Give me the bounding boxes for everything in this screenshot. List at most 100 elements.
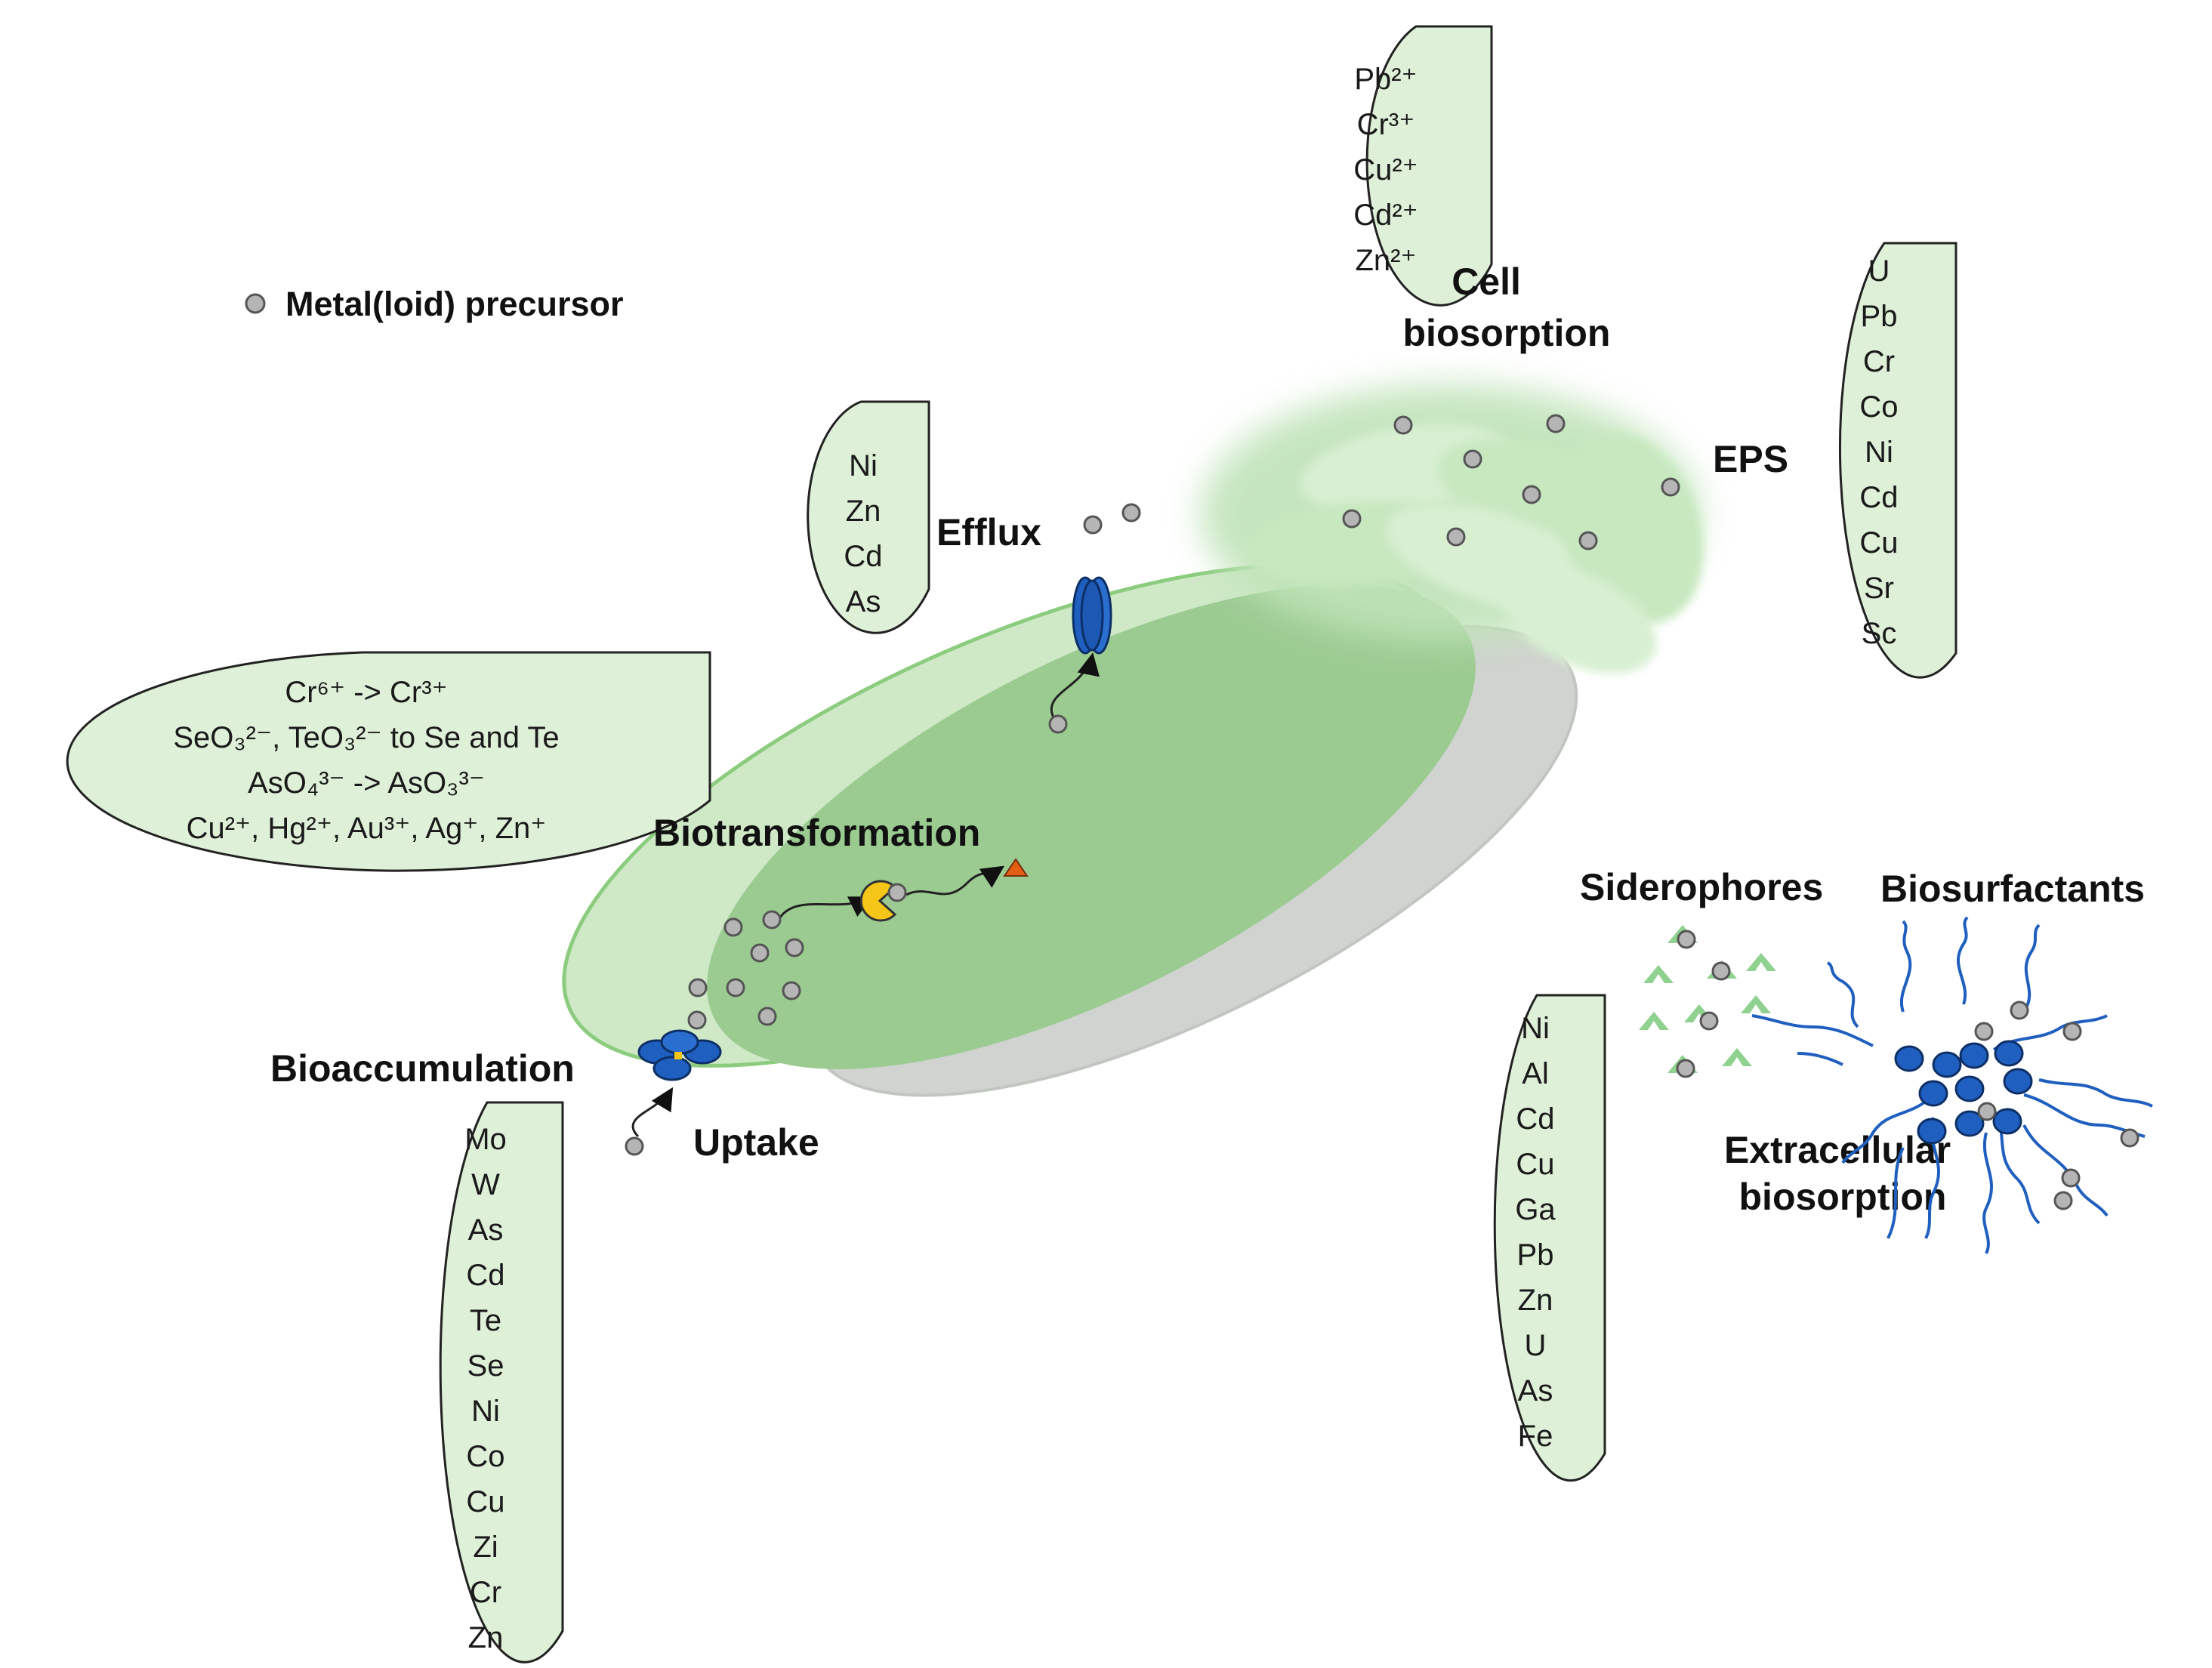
precursor-dot: [1393, 415, 1413, 435]
precursor-dot: [1048, 714, 1068, 734]
box-item: U: [1868, 254, 1890, 288]
precursor-dot: [2010, 1000, 2029, 1020]
uptake-label: Uptake: [693, 1121, 819, 1164]
box-item: Pb: [1861, 300, 1898, 333]
precursor-legend-dot: [245, 293, 266, 314]
box-item: Cu²⁺, Hg²⁺, Au³⁺, Ag⁺, Zn⁺: [187, 812, 547, 845]
precursor-dot: [687, 1010, 707, 1030]
precursor-dot: [1546, 414, 1566, 433]
precursor-dot: [2120, 1128, 2140, 1148]
box-item: Zi: [473, 1531, 498, 1564]
box-item: Zn: [468, 1621, 504, 1654]
extracellular-box: Ni Al Cd Cu Ga Pb Zn U As Fe: [1493, 994, 1606, 1482]
precursor-dot: [1711, 961, 1731, 981]
extracellular-biosorption-label: Extracellular biosorption: [1724, 1129, 1961, 1218]
uptake-arrow: [631, 1087, 674, 1138]
box-item: Cu: [466, 1485, 504, 1518]
precursor-dot: [757, 1007, 777, 1026]
precursor-dot: [750, 943, 770, 963]
box-item: As: [846, 585, 881, 618]
siderophores-label: Siderophores: [1580, 866, 1823, 908]
eps-cluster: [1201, 385, 1704, 674]
box-item: Ga: [1515, 1193, 1556, 1226]
box-item: Mo: [464, 1123, 507, 1156]
siderophore-icon: [1722, 1048, 1752, 1066]
box-item: Cr: [470, 1576, 501, 1609]
precursor-dot: [1977, 1102, 1997, 1121]
precursor-dot: [1342, 509, 1362, 529]
box-item: Fe: [1518, 1420, 1553, 1453]
precursor-dot: [723, 917, 743, 937]
precursor-dot: [1522, 485, 1541, 504]
box-item: Cr³⁺: [1357, 108, 1415, 141]
precursor-dot: [1578, 531, 1598, 550]
surfactant-heads: [1894, 1040, 2033, 1145]
precursor-dot: [2061, 1168, 2081, 1188]
precursor-dots: [625, 414, 2140, 1210]
box-item: Zn²⁺: [1355, 244, 1416, 277]
efflux-box: Ni Zn Cd As: [807, 400, 930, 634]
precursor-dot: [762, 910, 782, 930]
box-item: Pb: [1517, 1238, 1554, 1272]
precursor-dot: [1676, 1059, 1695, 1078]
box-item: Cu²⁺: [1353, 153, 1418, 187]
biosurfactants-label: Biosurfactants: [1880, 868, 2145, 910]
siderophore-icon: [1639, 1012, 1669, 1030]
box-item: As: [468, 1213, 504, 1247]
box-item: Cd: [1516, 1102, 1554, 1136]
precursor-dot: [1463, 449, 1482, 469]
box-item: U: [1525, 1329, 1547, 1362]
bioaccumulation-box: Mo W As Cd Te Se Ni Co Cu Zi Cr Zn: [439, 1101, 564, 1663]
box-item: SeO₃²⁻, TeO₃²⁻ to Se and Te: [173, 721, 559, 754]
precursor-dot: [688, 978, 708, 997]
precursor-dot: [1661, 477, 1680, 497]
box-item: Cd: [1859, 481, 1898, 514]
efflux-label: Efflux: [936, 511, 1041, 553]
box-item: Co: [466, 1440, 504, 1473]
box-item: Cd: [466, 1259, 504, 1292]
box-item: Cu: [1859, 526, 1898, 560]
box-item: Sr: [1864, 572, 1894, 605]
cell-cytoplasm: [707, 584, 1476, 1070]
box-item: Cr: [1863, 345, 1895, 378]
biotransformation-label: Biotransformation: [653, 812, 980, 854]
box-item: Ni: [1865, 436, 1893, 469]
enzyme-icon: [859, 880, 897, 922]
box-item: AsO₄³⁻ -> AsO₃³⁻: [248, 766, 485, 800]
eps-label: EPS: [1713, 438, 1788, 480]
siderophore-icon: [1741, 995, 1771, 1013]
precursor-dot: [1446, 527, 1466, 547]
cell-biosorption-label: Cell biosorption: [1403, 261, 1611, 354]
box-item: Cd²⁺: [1353, 199, 1418, 232]
precursor-dot: [1677, 930, 1696, 949]
box-item: Ni: [471, 1395, 500, 1428]
precursor-dot: [1974, 1022, 1994, 1041]
cell-biosorption-box: Pb²⁺ Cr³⁺ Cu²⁺ Cd²⁺ Zn²⁺: [1353, 25, 1493, 307]
uptake-transporter: [637, 1029, 722, 1081]
biotransformation-box: Cr⁶⁺ -> Cr³⁺ SeO₃²⁻, TeO₃²⁻ to Se and Te…: [66, 651, 711, 872]
siderophore-icon: [1643, 965, 1674, 983]
box-item: As: [1518, 1374, 1553, 1407]
precursor-dot: [1121, 503, 1141, 523]
box-item: Sc: [1862, 617, 1897, 650]
bioaccumulation-label: Bioaccumulation: [270, 1047, 575, 1090]
box-item: Cr⁶⁺ -> Cr³⁺: [285, 676, 447, 709]
precursor-dot: [726, 978, 745, 997]
siderophore-icon: [1746, 953, 1776, 971]
legend-label: Metal(loid) precursor: [285, 285, 624, 323]
biotransformation-arrow-out: [905, 865, 1004, 896]
precursor-dot: [2062, 1022, 2082, 1041]
box-item: Co: [1859, 390, 1898, 424]
box-item: Zn: [1518, 1284, 1553, 1317]
precursor-dot: [1699, 1011, 1719, 1031]
precursor-dot: [1083, 515, 1103, 535]
siderophore-cluster: [1639, 925, 1776, 1073]
box-item: Pb²⁺: [1354, 63, 1417, 96]
precursor-dot: [625, 1136, 644, 1156]
product-triangle-icon: [1003, 858, 1029, 877]
efflux-transporter: [1072, 576, 1112, 655]
eps-box: U Pb Cr Co Ni Cd Cu Sr Sc: [1838, 242, 1957, 679]
precursor-dot: [887, 883, 907, 902]
box-item: Ni: [1521, 1012, 1550, 1045]
